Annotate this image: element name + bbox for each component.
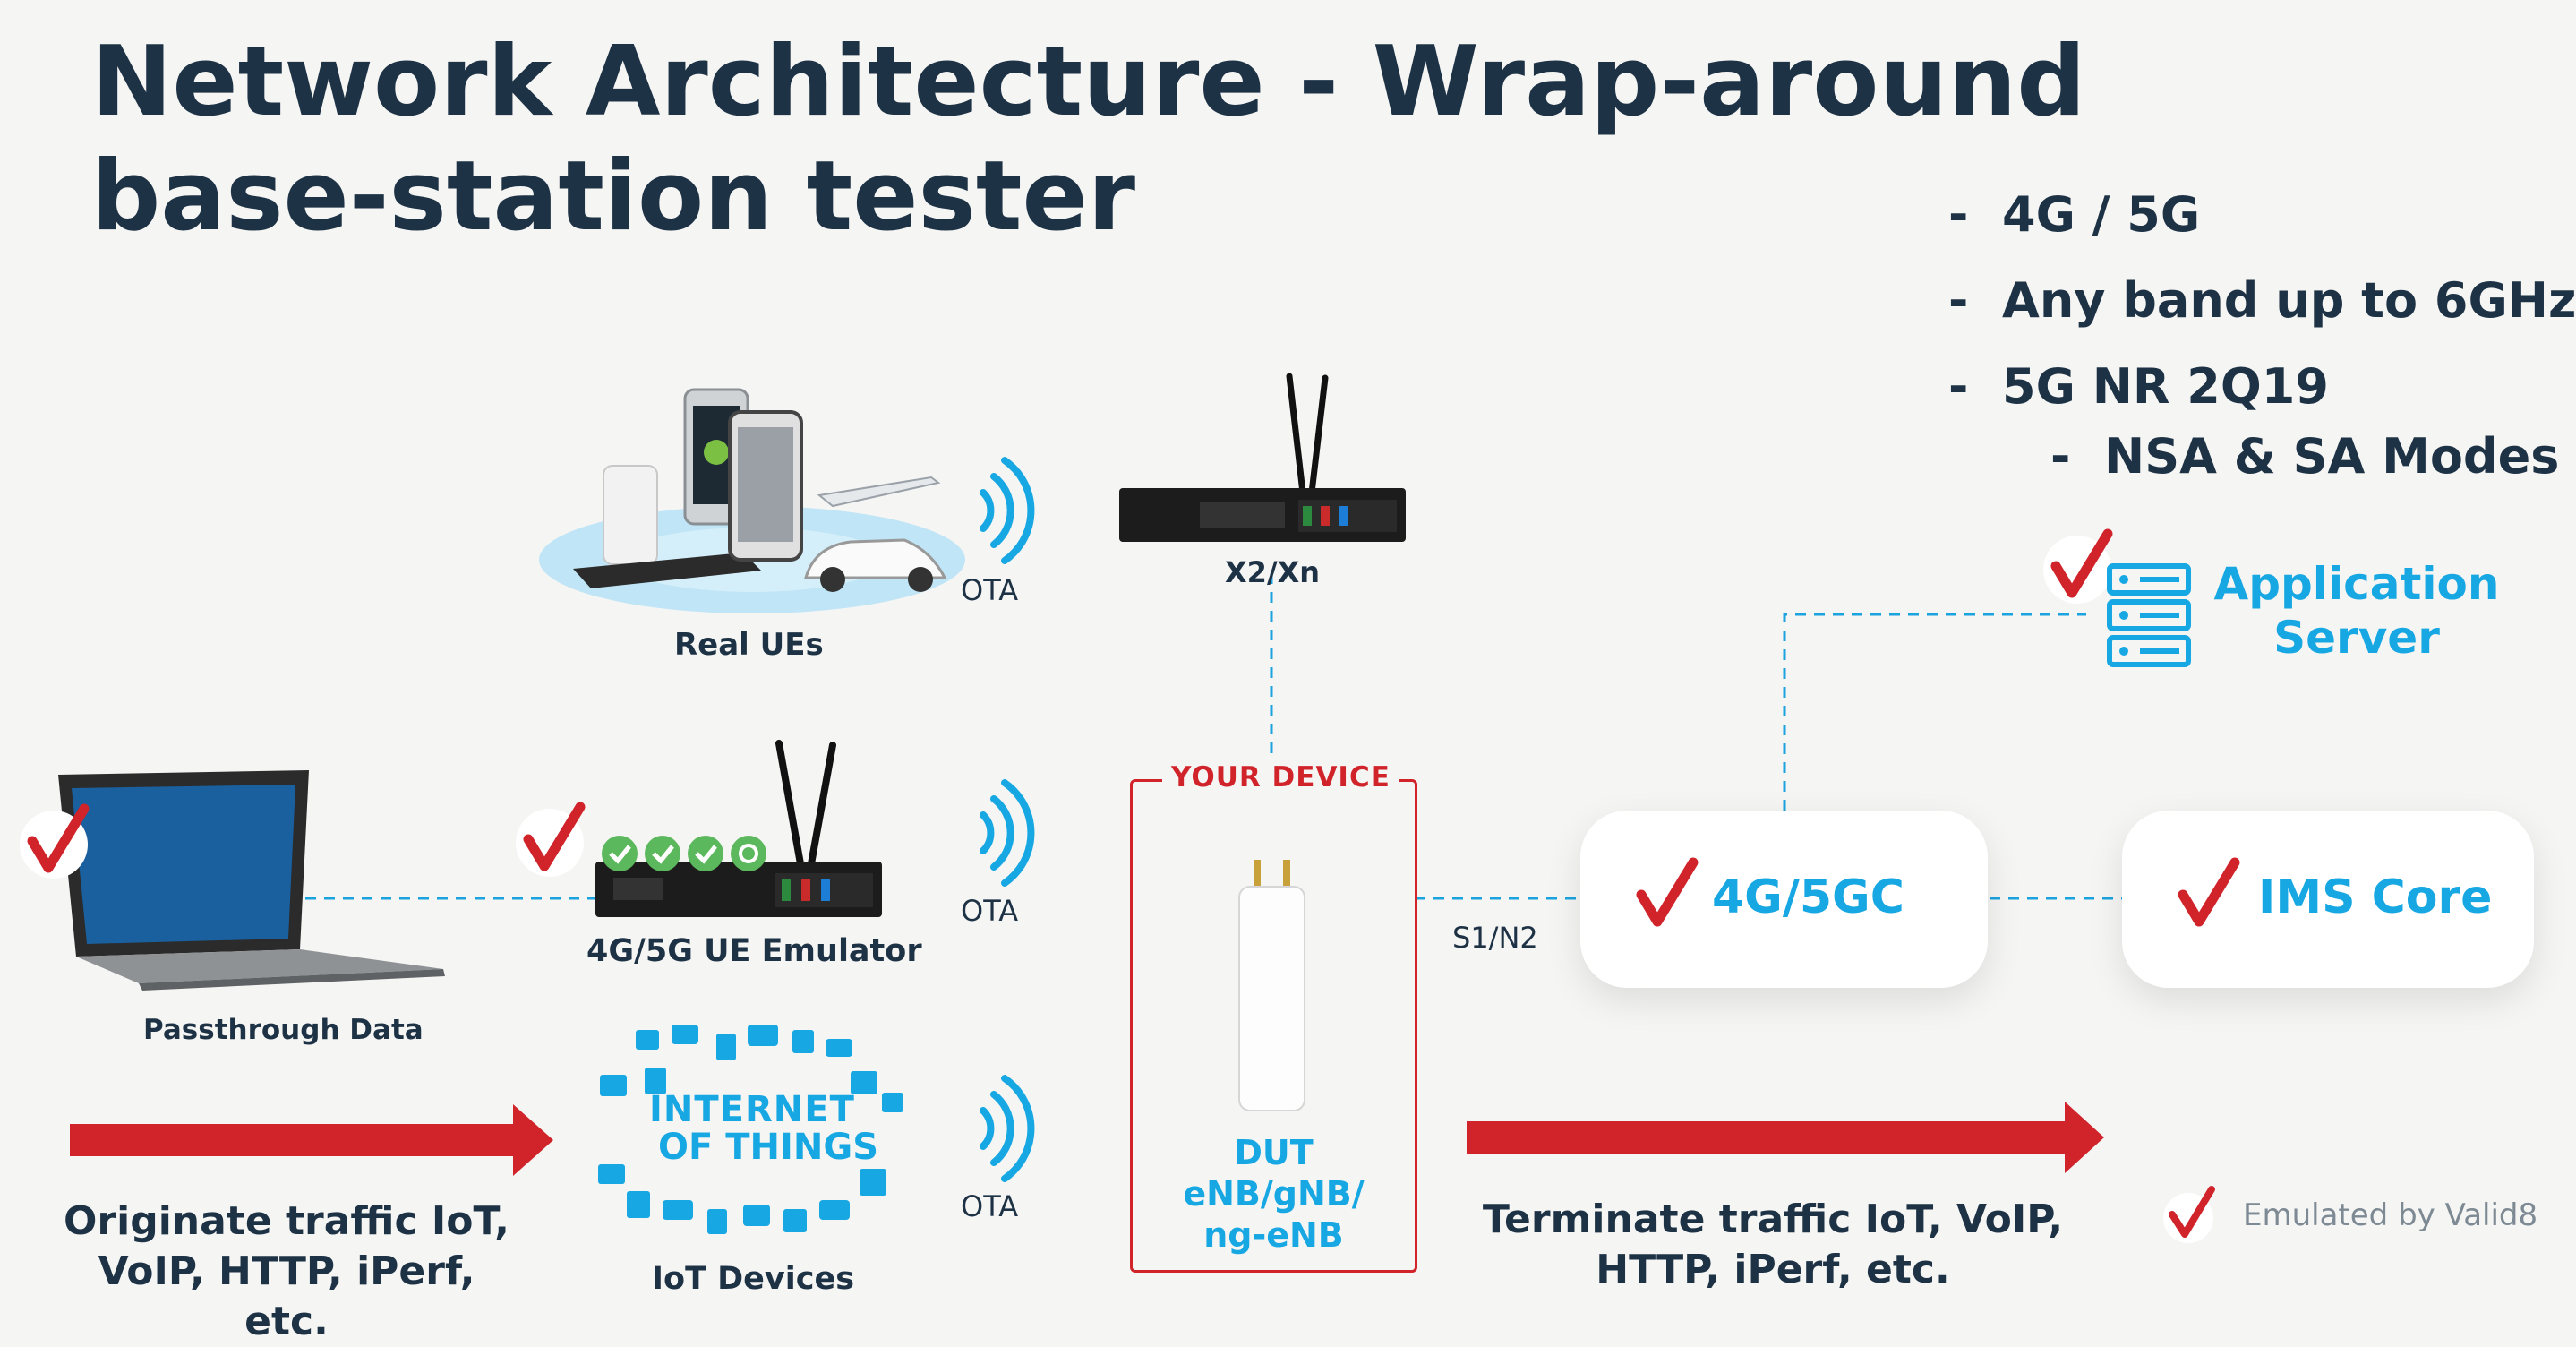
connector-lines xyxy=(287,573,2122,900)
ue-emulator-device xyxy=(595,740,891,922)
iot-logo-line2: OF THINGS xyxy=(658,1127,879,1168)
app-server-check-badge xyxy=(2040,527,2120,611)
real-ues-illustration xyxy=(537,381,967,622)
wireless-signal-icon xyxy=(980,457,1035,564)
terminate-caption: Terminate traffic IoT, VoIP, HTTP, iPerf… xyxy=(1482,1197,2064,1292)
red-checkmark-icon xyxy=(1629,857,1699,932)
originate-caption: Originate traffic IoT, VoIP, HTTP, iPerf… xyxy=(64,1198,509,1344)
ota-signal-3 xyxy=(974,1075,1035,1186)
status-badges xyxy=(602,836,766,871)
dut-device xyxy=(1234,860,1310,1111)
ota-signal-2 xyxy=(974,779,1035,890)
red-checkmark-icon xyxy=(2043,528,2113,604)
your-device-label: YOUR DEVICE xyxy=(1162,761,1399,794)
red-checkmark-icon xyxy=(516,802,586,877)
feature-item-1: - 4G / 5G xyxy=(1948,186,2201,243)
s1n2-label: S1/N2 xyxy=(1452,921,1538,955)
ota-signal-1 xyxy=(974,457,1035,568)
dut-label: DUT eNB/gNB/ ng-eNB xyxy=(1183,1133,1365,1255)
core-check-badge xyxy=(1625,855,1706,939)
laptop-check-badge xyxy=(16,802,97,886)
core-app-server-link xyxy=(1783,613,2086,811)
emulator-check-badge xyxy=(512,800,593,884)
arrow-right-icon xyxy=(1467,1102,2104,1173)
red-checkmark-icon xyxy=(20,803,90,879)
ue-emulator-label: 4G/5G UE Emulator xyxy=(586,933,922,969)
arrow-right-icon xyxy=(70,1104,553,1176)
feature-item-3: - 5G NR 2Q19 xyxy=(1948,358,2329,415)
wireless-signal-icon xyxy=(980,1075,1035,1182)
switch-icon xyxy=(573,553,761,588)
x2xn-label: X2/Xn xyxy=(1225,555,1321,589)
ota-label-2: OTA xyxy=(961,894,1019,928)
app-server-label: Application Server xyxy=(2213,558,2500,664)
terminate-arrow xyxy=(1467,1102,2104,1177)
feature-item-2: - Any band up to 6GHz xyxy=(1948,272,2576,329)
core-label: 4G/5GC xyxy=(1712,871,1904,924)
red-checkmark-icon xyxy=(2170,857,2240,932)
originate-arrow xyxy=(70,1104,553,1180)
app-server-device xyxy=(2104,562,2194,674)
feature-sub-item-1: - NSA & SA Modes xyxy=(2050,428,2560,485)
ota-label-1: OTA xyxy=(961,573,1019,607)
laptop-illustration xyxy=(22,770,452,1003)
airplane-icon xyxy=(817,476,941,508)
iot-logo-line1: INTERNET xyxy=(649,1089,855,1130)
server-stack-icon xyxy=(2107,563,2191,667)
x2xn-device xyxy=(1119,373,1415,546)
router-icon xyxy=(603,465,658,565)
passthrough-label: Passthrough Data xyxy=(143,1014,424,1046)
wireless-signal-icon xyxy=(980,779,1035,887)
access-point-icon xyxy=(1238,860,1305,1111)
page-title: Network Architecture - Wrap-around base-… xyxy=(91,26,2086,253)
red-checkmark-icon xyxy=(2163,1186,2215,1243)
legend-label: Emulated by Valid8 xyxy=(2243,1197,2538,1233)
ims-label: IMS Core xyxy=(2258,871,2493,924)
real-ues-label: Real UEs xyxy=(674,627,824,663)
iot-devices-label: IoT Devices xyxy=(652,1261,855,1297)
ota-label-3: OTA xyxy=(961,1189,1019,1223)
ims-check-badge xyxy=(2167,855,2247,939)
iot-illustration xyxy=(591,1021,913,1245)
legend-check-badge xyxy=(2160,1184,2222,1250)
car-icon xyxy=(804,538,947,579)
